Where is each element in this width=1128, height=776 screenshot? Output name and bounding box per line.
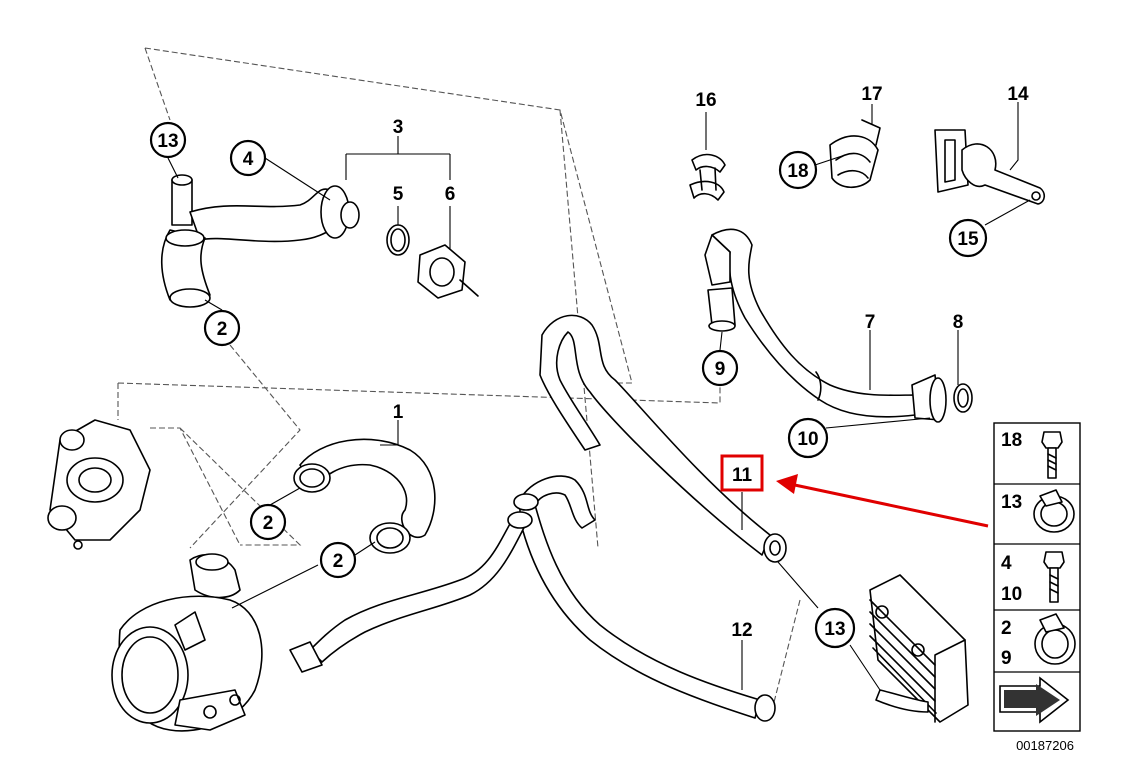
svg-text:4: 4: [1001, 553, 1012, 574]
gasket-6: [417, 244, 479, 299]
leader-lines: [167, 102, 1031, 691]
svg-text:13: 13: [824, 619, 845, 640]
hose-7: [704, 228, 947, 423]
svg-text:1: 1: [393, 402, 404, 423]
legend-row-bolt-4-10: 4 10: [1001, 551, 1065, 605]
svg-text:14: 14: [1007, 84, 1029, 105]
legend-row-clamp-13: 13: [1001, 489, 1075, 533]
callout-1: 1: [393, 402, 404, 423]
svg-text:3: 3: [393, 117, 404, 138]
svg-text:2: 2: [1001, 618, 1012, 639]
callout-8: 8: [953, 312, 964, 333]
callout-12: 12: [731, 620, 752, 641]
svg-text:9: 9: [1001, 648, 1012, 669]
o-ring-8: [953, 383, 973, 413]
svg-text:2: 2: [333, 551, 344, 572]
legend-row-bolt-18: 18: [1001, 430, 1063, 479]
svg-text:6: 6: [445, 184, 456, 205]
clip-16: [689, 153, 726, 201]
svg-text:10: 10: [1001, 584, 1022, 605]
svg-text:8: 8: [953, 312, 964, 333]
svg-text:15: 15: [957, 229, 979, 250]
callout-3: 3: [393, 117, 404, 138]
legend-row-clamp-2-9: 2 9: [1001, 613, 1076, 669]
svg-text:13: 13: [1001, 492, 1022, 513]
svg-text:17: 17: [861, 84, 882, 105]
callout-9: 9: [701, 349, 739, 387]
electric-water-pump: [111, 553, 263, 732]
highlight-arrow: [776, 474, 989, 528]
bracket-14-15: [934, 129, 1046, 205]
fastener-legend: 18 13 4 10 2 9: [993, 422, 1081, 732]
thermostat-housing: [47, 419, 151, 550]
svg-text:13: 13: [157, 131, 178, 152]
svg-text:12: 12: [731, 620, 752, 641]
svg-text:18: 18: [1001, 430, 1022, 451]
oil-cooler: [869, 574, 969, 723]
callout-2-mid: 2: [249, 503, 287, 541]
svg-text:00187206: 00187206: [1016, 738, 1074, 753]
svg-text:16: 16: [695, 90, 716, 111]
callout-10: 10: [787, 417, 829, 459]
svg-text:7: 7: [865, 312, 876, 333]
direction-arrow-icon: [999, 676, 1070, 724]
callout-5: 5: [393, 184, 404, 205]
hose-11: [539, 314, 787, 563]
catalog-number: 00187206: [1016, 738, 1074, 753]
svg-text:4: 4: [243, 149, 254, 170]
svg-text:11: 11: [732, 465, 753, 486]
svg-text:18: 18: [787, 161, 808, 182]
svg-text:2: 2: [217, 319, 228, 340]
callout-2-bottom: 2: [319, 541, 357, 579]
callout-16: 16: [695, 90, 716, 111]
clip-17-18: [829, 119, 881, 189]
callout-4: 4: [229, 139, 267, 177]
callout-17: 17: [861, 84, 882, 105]
callout-13-bottom: 13: [814, 607, 856, 649]
hose-1: [293, 438, 436, 554]
callout-14: 14: [1007, 84, 1029, 105]
hose-12: [289, 475, 776, 722]
o-ring-5: [386, 224, 410, 256]
callout-13-top: 13: [149, 121, 187, 159]
upper-coolant-pipe: [160, 174, 360, 308]
svg-text:10: 10: [797, 429, 818, 450]
svg-text:5: 5: [393, 184, 404, 205]
callout-18: 18: [778, 150, 818, 190]
callout-2-top: 2: [203, 309, 241, 347]
callout-7: 7: [865, 312, 876, 333]
callout-15: 15: [948, 218, 988, 258]
svg-text:9: 9: [715, 359, 726, 380]
callout-6: 6: [445, 184, 456, 205]
svg-text:2: 2: [263, 513, 274, 534]
callout-11-highlighted: 11: [720, 454, 764, 492]
